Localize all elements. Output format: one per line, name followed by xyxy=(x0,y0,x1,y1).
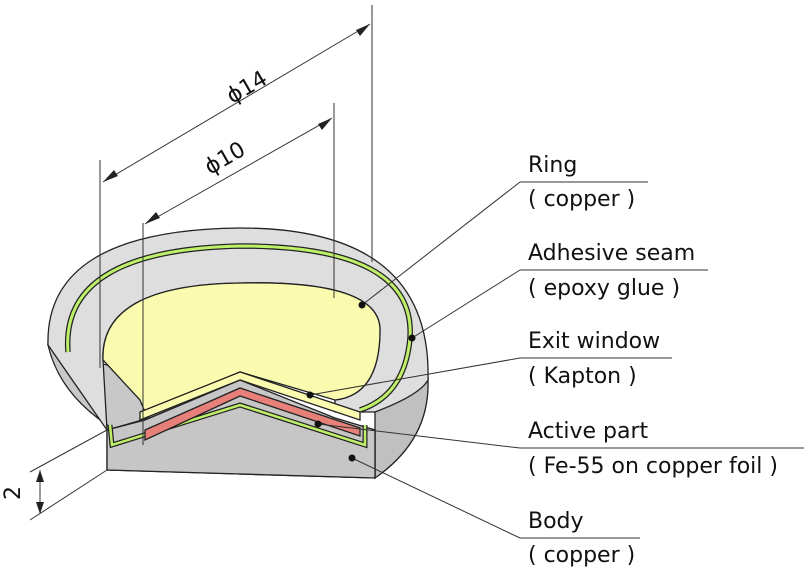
phi14-label: ϕ14 xyxy=(223,66,272,109)
label-ring: Ring ( copper ) xyxy=(528,153,635,212)
window-name: Exit window xyxy=(528,329,660,354)
adhesive-seam-fill xyxy=(66,244,412,412)
thickness-label: 2 xyxy=(1,486,26,500)
label-adhesive-seam: Adhesive seam ( epoxy glue ) xyxy=(528,241,695,301)
window-cut-edge xyxy=(139,371,361,421)
adhesive-name: Adhesive seam xyxy=(528,241,695,266)
phi10-dimension-line xyxy=(144,117,333,225)
phi14-dimension-line xyxy=(102,23,371,183)
window-material: ( Kapton ) xyxy=(528,364,637,389)
ring-material: ( copper ) xyxy=(528,187,635,212)
active-name: Active part xyxy=(528,419,649,444)
body-name: Body xyxy=(528,509,584,534)
label-body: Body ( copper ) xyxy=(528,509,635,568)
body-material: ( copper ) xyxy=(528,543,635,568)
adhesive-material: ( epoxy glue ) xyxy=(528,276,680,301)
dimension-thickness: 2 xyxy=(1,429,108,521)
active-material: ( Fe-55 on copper foil ) xyxy=(528,454,778,479)
exit-window xyxy=(102,282,381,413)
label-active-part: Active part ( Fe-55 on copper foil ) xyxy=(528,419,778,479)
phi10-label: ϕ10 xyxy=(201,137,250,180)
leader-lines xyxy=(306,181,804,539)
body-front-notch xyxy=(106,379,376,479)
adhesive-seam-cut-fill xyxy=(108,403,367,447)
label-exit-window: Exit window ( Kapton ) xyxy=(528,329,660,389)
active-part xyxy=(144,387,361,442)
ring-name: Ring xyxy=(528,153,577,178)
